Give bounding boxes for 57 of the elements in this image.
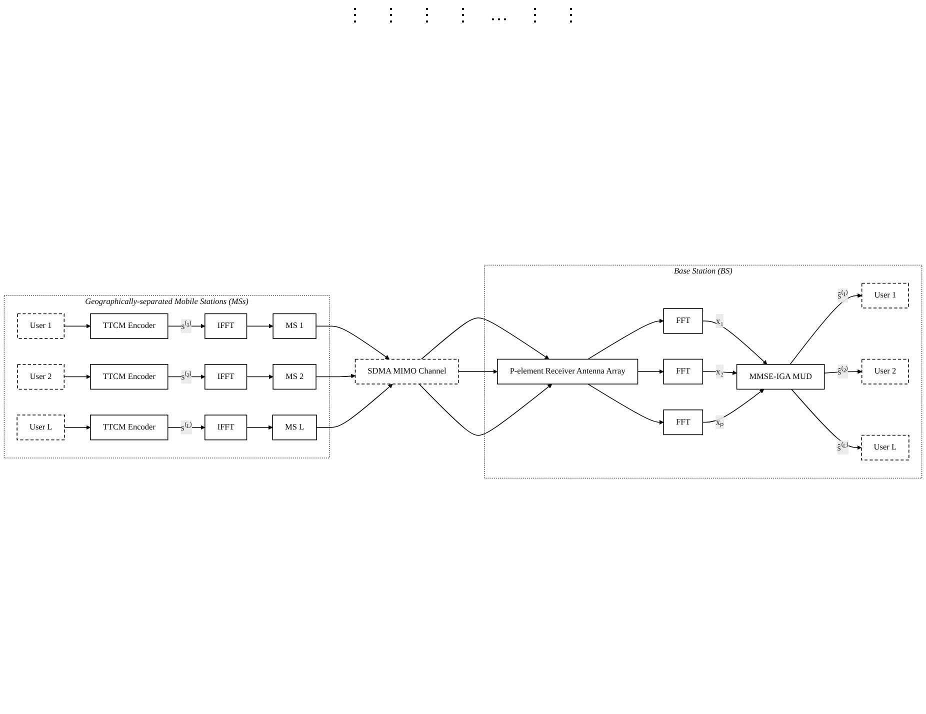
arrow <box>418 384 552 436</box>
arrow <box>637 370 664 374</box>
arrow <box>791 389 862 450</box>
node-box: User 1 <box>861 283 909 309</box>
edge-label: ŝ⁽²⁾ <box>838 366 848 377</box>
ellipsis-mark: ⋮ <box>346 4 364 26</box>
node-box: P-element Receiver Antenna Array <box>497 359 638 385</box>
arrow <box>64 324 91 329</box>
arrow <box>790 294 862 366</box>
arrow <box>588 319 664 360</box>
arrow <box>421 318 550 360</box>
node-box: FFT <box>663 410 704 436</box>
edge-label: ŝ⁽¹⁾ <box>838 290 848 301</box>
node-box: TTCM Encoder <box>90 314 168 340</box>
ellipsis-mark: … <box>490 4 508 26</box>
arrow <box>316 374 356 379</box>
node-box: User 1 <box>17 314 65 340</box>
arrow <box>588 384 664 425</box>
ellipsis-mark: ⋮ <box>526 4 544 26</box>
edge-label: s⁽²⁾ <box>181 372 192 382</box>
node-box: FFT <box>663 308 704 334</box>
arrow <box>702 320 768 365</box>
node-box: FFT <box>663 359 704 385</box>
ellipsis-mark: ⋮ <box>454 4 472 26</box>
arrow <box>64 374 91 380</box>
arrow <box>458 370 498 374</box>
node-box: User 2 <box>17 364 65 390</box>
node-box: IFFT <box>204 364 248 390</box>
node-box: MS 1 <box>272 314 316 340</box>
arrow <box>702 370 737 376</box>
node-box: User 2 <box>861 359 909 385</box>
arrow <box>246 426 273 430</box>
node-box: MS L <box>272 415 317 441</box>
node-box: User L <box>16 415 65 441</box>
ellipsis-mark: ⋮ <box>562 4 580 26</box>
arrow <box>64 426 91 430</box>
arrow <box>246 324 274 329</box>
edge-label: s⁽ᴸ⁾ <box>180 422 192 433</box>
edge-label: x₂ <box>716 366 724 377</box>
node-box: User L <box>861 435 910 461</box>
ellipsis-mark: ⋮ <box>382 4 400 26</box>
edge-label: x₁ <box>716 316 724 326</box>
node-box: MMSE-IGA MUD <box>736 364 825 390</box>
node-box: SDMA MIMO Channel <box>354 359 460 385</box>
node-box: MS 2 <box>272 364 316 390</box>
node-box: TTCM Encoder <box>90 415 168 441</box>
arrow <box>316 326 390 360</box>
edge-label: ŝ⁽ᴸ⁾ <box>837 442 848 453</box>
node-box: TTCM Encoder <box>90 364 168 390</box>
arrow <box>316 384 393 428</box>
arrow <box>246 374 274 380</box>
node-box: IFFT <box>204 415 248 441</box>
edge-label: s⁽¹⁾ <box>181 321 192 332</box>
ellipsis-mark: ⋮ <box>418 4 436 26</box>
node-box: IFFT <box>204 314 248 340</box>
edge-label: xₚ <box>716 417 724 428</box>
arrow <box>702 389 764 424</box>
